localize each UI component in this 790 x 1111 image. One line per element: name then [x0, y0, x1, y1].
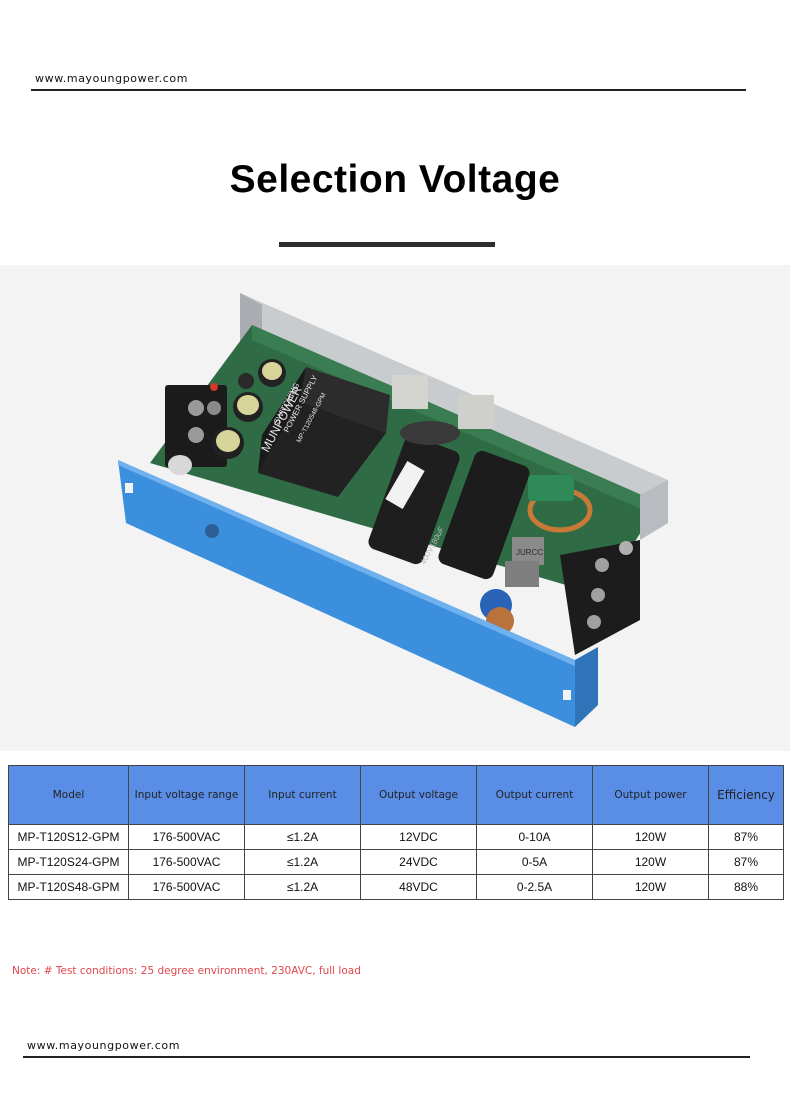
bottom-divider — [23, 1056, 750, 1058]
cell-efficiency: 88% — [708, 874, 784, 900]
header-efficiency: Efficiency — [708, 765, 784, 825]
top-divider — [31, 89, 746, 91]
title-underline — [279, 242, 495, 247]
cell-output-power: 120W — [592, 874, 709, 900]
table-row: MP-T120S48-GPM 176-500VAC ≤1.2A 48VDC 0-… — [8, 874, 784, 900]
cell-model: MP-T120S24-GPM — [8, 849, 129, 875]
header-output-voltage: Output voltage — [360, 765, 477, 825]
inductor-mark: JURCC — [516, 548, 543, 557]
page-title: Selection Voltage — [229, 158, 561, 201]
test-conditions-note: Note: # Test conditions: 25 degree envir… — [12, 965, 361, 977]
cell-output-current: 0-10A — [476, 824, 593, 850]
cell-output-current: 0-2.5A — [476, 874, 593, 900]
header-model: Model — [8, 765, 129, 825]
cell-output-voltage: 48VDC — [360, 874, 477, 900]
cell-input-voltage: 176-500VAC — [128, 849, 245, 875]
cell-model: MP-T120S48-GPM — [8, 874, 129, 900]
cell-output-current: 0-5A — [476, 849, 593, 875]
site-url-top[interactable]: www.mayoungpower.com — [35, 72, 189, 85]
cell-input-current: ≤1.2A — [244, 824, 361, 850]
cell-efficiency: 87% — [708, 824, 784, 850]
cell-input-current: ≤1.2A — [244, 874, 361, 900]
table-header-row: Model Input voltage range Input current … — [8, 765, 784, 825]
header-input-voltage: Input voltage range — [128, 765, 245, 825]
site-url-bottom[interactable]: www.mayoungpower.com — [27, 1039, 181, 1052]
cell-output-voltage: 12VDC — [360, 824, 477, 850]
cell-output-voltage: 24VDC — [360, 849, 477, 875]
cell-input-voltage: 176-500VAC — [128, 824, 245, 850]
header-input-current: Input current — [244, 765, 361, 825]
table-row: MP-T120S12-GPM 176-500VAC ≤1.2A 12VDC 0-… — [8, 824, 784, 850]
cell-output-power: 120W — [592, 849, 709, 875]
cell-efficiency: 87% — [708, 849, 784, 875]
header-output-power: Output power — [592, 765, 709, 825]
cell-input-voltage: 176-500VAC — [128, 874, 245, 900]
header-output-current: Output current — [476, 765, 593, 825]
table-row: MP-T120S24-GPM 176-500VAC ≤1.2A 24VDC 0-… — [8, 849, 784, 875]
cell-output-power: 120W — [592, 824, 709, 850]
cell-model: MP-T120S12-GPM — [8, 824, 129, 850]
spec-table: Model Input voltage range Input current … — [8, 765, 784, 900]
product-photo: MUNPOWER SWITCHING POWER SUPPLY MP-T120S… — [0, 265, 790, 751]
cell-input-current: ≤1.2A — [244, 849, 361, 875]
